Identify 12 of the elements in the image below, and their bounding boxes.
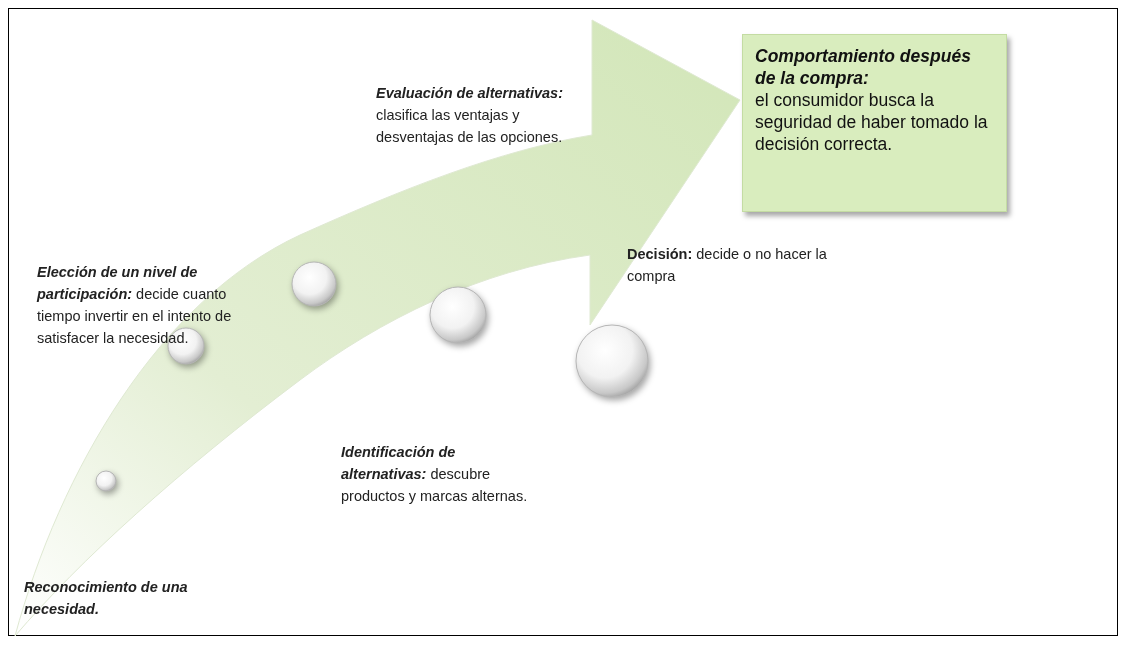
- sphere-marker: [575, 324, 649, 398]
- note-card: [742, 34, 1007, 212]
- step-description: Evaluación de alternativas: clasifica las ventajas y desventajas de las opciones.: [376, 84, 564, 147]
- sphere-marker: [429, 286, 487, 344]
- step-description: Elección de un nivel de participación: decide cuanto tiempo invertir en el intento de satisfacer la necesidad.: [37, 263, 233, 348]
- step-description: Identificación de alternativas: descubre productos y marcas alternas.: [341, 443, 529, 506]
- step-description: Reconocimiento de una necesidad.: [24, 578, 189, 619]
- sphere-marker: [291, 261, 337, 307]
- sphere-marker: [95, 470, 117, 492]
- step-description: Decisión: decide o no hacer la compra: [627, 245, 828, 286]
- card-heading: Comportamiento después de la compra:: [755, 45, 972, 89]
- card-text: el consumidor busca la seguridad de haber tomado la decisión correcta.: [755, 89, 989, 155]
